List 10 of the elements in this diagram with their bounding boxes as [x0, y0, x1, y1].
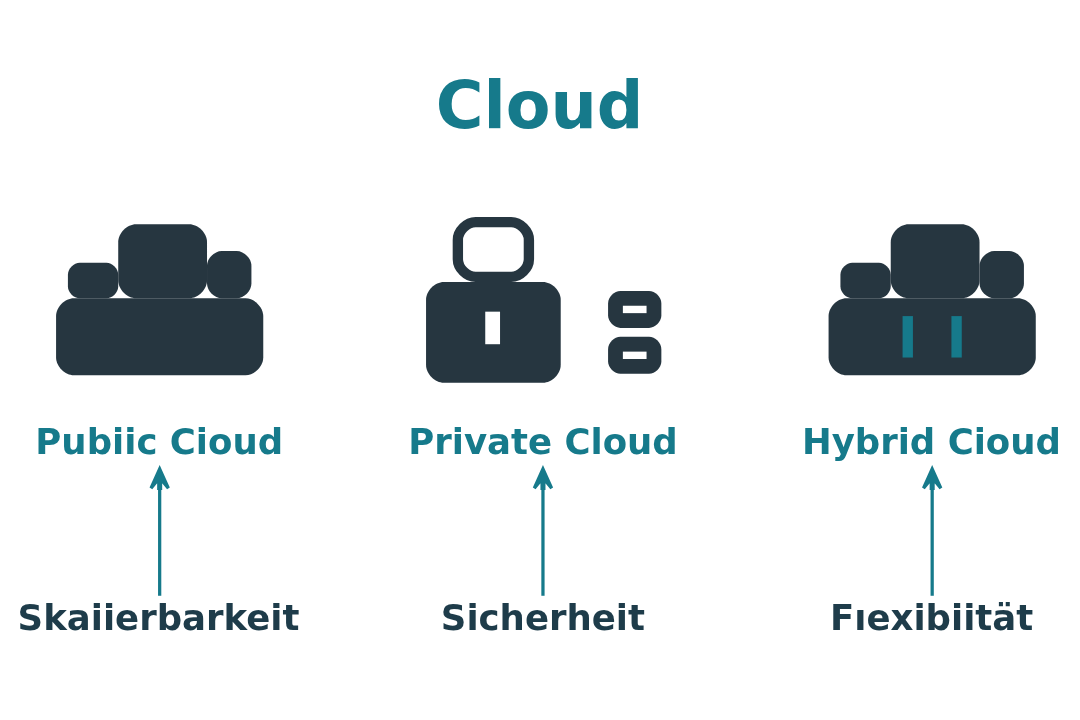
node-label: Pubiic Cioud	[35, 420, 284, 462]
arrow	[149, 466, 170, 596]
diagram-title: Cloud	[435, 67, 644, 143]
node-text: Fıexibiität	[830, 596, 1034, 638]
node-label: Hybrid Cioud	[801, 420, 1061, 462]
node-text: Skaiierbarkeit	[17, 596, 300, 638]
arrow	[532, 466, 554, 596]
node-text: Sicherheit	[440, 596, 645, 638]
node-label: Private Cloud	[408, 420, 678, 462]
arrow	[921, 466, 943, 596]
